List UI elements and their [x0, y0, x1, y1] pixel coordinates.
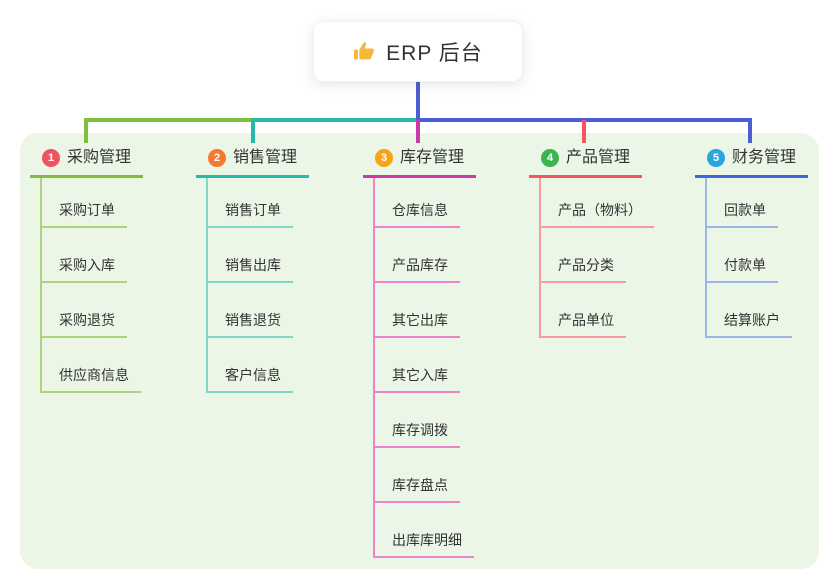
mindmap-item: 其它出库: [375, 283, 513, 338]
mindmap-item: 采购订单: [42, 178, 180, 228]
mindmap-item-label[interactable]: 销售退货: [208, 310, 293, 338]
mindmap-item-label[interactable]: 采购订单: [42, 200, 127, 228]
branch-label: 采购管理: [67, 149, 132, 166]
branch-product: 4 产品管理 产品（物料） 产品分类产品单位: [529, 146, 679, 338]
mindmap-item-label[interactable]: 产品单位: [541, 310, 626, 338]
mindmap-item-label[interactable]: 产品（物料）: [541, 200, 654, 228]
mindmap-item-label[interactable]: 仓库信息: [375, 200, 460, 228]
branch-product-header[interactable]: 4 产品管理: [529, 146, 643, 178]
mindmap-item-label[interactable]: 产品库存: [375, 255, 460, 283]
connector-drop-product: [582, 120, 586, 143]
connector-root-vertical: [416, 82, 420, 120]
branch-label: 财务管理: [732, 149, 797, 166]
mindmap-item-label[interactable]: 供应商信息: [42, 365, 141, 393]
branch-number-badge: 4: [541, 149, 559, 167]
mindmap-item: 库存盘点: [375, 448, 513, 503]
branch-finance: 5 财务管理 回款单付款单结算账户: [695, 146, 839, 338]
branch-purchase-items: 采购订单采购入库采购退货供应商信息: [40, 178, 180, 393]
connector-drop-finance: [748, 118, 752, 143]
mindmap-item-label[interactable]: 库存盘点: [375, 475, 460, 503]
branch-inventory-items: 仓库信息产品库存其它出库其它入库库存调拨库存盘点出库库明细: [373, 178, 513, 558]
mindmap-item: 库存调拨: [375, 393, 513, 448]
mindmap-item-label[interactable]: 回款单: [707, 200, 778, 228]
branch-finance-header[interactable]: 5 财务管理: [695, 146, 809, 178]
branch-inventory: 3 库存管理 仓库信息产品库存其它出库其它入库库存调拨库存盘点出库库明细: [363, 146, 513, 558]
thumbs-up-icon: [353, 40, 376, 63]
mindmap-item: 产品分类: [541, 228, 679, 283]
mindmap-item: 采购退货: [42, 283, 180, 338]
mindmap-item: 产品库存: [375, 228, 513, 283]
mindmap-item-label[interactable]: 销售出库: [208, 255, 293, 283]
branch-number-badge: 2: [208, 149, 226, 167]
mindmap-item-label[interactable]: 付款单: [707, 255, 778, 283]
branch-product-items: 产品（物料） 产品分类产品单位: [539, 178, 679, 338]
mindmap-item: 客户信息: [208, 338, 346, 393]
mindmap-item-label[interactable]: 出库库明细: [375, 530, 474, 558]
branch-label: 库存管理: [400, 149, 465, 166]
root-node-erp[interactable]: ERP 后台: [313, 21, 523, 82]
mindmap-item: 出库库明细: [375, 503, 513, 558]
branch-number-badge: 3: [375, 149, 393, 167]
mindmap-item-label[interactable]: 其它入库: [375, 365, 460, 393]
connector-rail-sales: [251, 118, 418, 122]
mindmap-panel: [20, 133, 819, 569]
branch-inventory-header[interactable]: 3 库存管理: [363, 146, 477, 178]
mindmap-item: 产品单位: [541, 283, 679, 338]
branch-label: 销售管理: [233, 149, 298, 166]
connector-drop-purchase: [84, 118, 88, 143]
mindmap-item: 付款单: [707, 228, 839, 283]
branch-number-badge: 5: [707, 149, 725, 167]
mindmap-item: 销售订单: [208, 178, 346, 228]
mindmap-item: 回款单: [707, 178, 839, 228]
branch-number-badge: 1: [42, 149, 60, 167]
mindmap-item: 仓库信息: [375, 178, 513, 228]
mindmap-item-label[interactable]: 结算账户: [707, 310, 792, 338]
connector-drop-inventory: [416, 120, 420, 143]
mindmap-item-label[interactable]: 采购入库: [42, 255, 127, 283]
mindmap-item-label[interactable]: 库存调拨: [375, 420, 460, 448]
branch-sales-items: 销售订单销售出库销售退货客户信息: [206, 178, 346, 393]
mindmap-item-label[interactable]: 其它出库: [375, 310, 460, 338]
branch-purchase: 1 采购管理 采购订单采购入库采购退货供应商信息: [30, 146, 180, 393]
branch-label: 产品管理: [566, 149, 631, 166]
mindmap-item: 结算账户: [707, 283, 839, 338]
branch-purchase-header[interactable]: 1 采购管理: [30, 146, 144, 178]
branch-finance-items: 回款单付款单结算账户: [705, 178, 839, 338]
mindmap-item-label[interactable]: 产品分类: [541, 255, 626, 283]
mindmap-item: 销售出库: [208, 228, 346, 283]
connector-rail-purchase: [84, 118, 253, 122]
branch-sales: 2 销售管理 销售订单销售出库销售退货客户信息: [196, 146, 346, 393]
mindmap-item: 其它入库: [375, 338, 513, 393]
mindmap-item: 采购入库: [42, 228, 180, 283]
branch-sales-header[interactable]: 2 销售管理: [196, 146, 310, 178]
mindmap-item: 产品（物料）: [541, 178, 679, 228]
mindmap-item-label[interactable]: 客户信息: [208, 365, 293, 393]
mindmap-item: 供应商信息: [42, 338, 180, 393]
root-node-label: ERP 后台: [386, 41, 483, 65]
connector-drop-sales: [251, 118, 255, 143]
mindmap-item: 销售退货: [208, 283, 346, 338]
mindmap-item-label[interactable]: 采购退货: [42, 310, 127, 338]
mindmap-item-label[interactable]: 销售订单: [208, 200, 293, 228]
